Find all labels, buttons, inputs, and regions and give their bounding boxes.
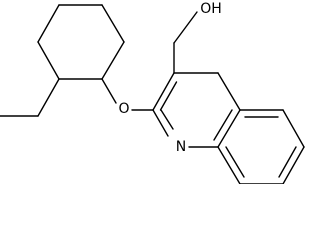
hydroxymethyl-group [173,11,198,74]
bond-nitrogen-c2-inner [160,109,174,130]
cyclohexane-ring [37,4,125,80]
bond-c4a-c8a-inner [213,109,233,141]
ether-linkage [101,78,154,111]
bond-c4a-c8a [217,109,241,148]
bond-c6-c7-inner [278,146,297,178]
benzene-ring [217,109,305,184]
bond-c5-c6 [282,109,305,148]
bond-ch2-hydroxyl [173,11,198,44]
bond-cy6-cy1 [101,41,125,80]
bond-c2-c3 [152,72,175,111]
bond-nitrogen-c2 [152,109,169,137]
ether-oxygen-label: O [118,101,129,117]
bond-cyclohexyl-oxygen [101,78,117,104]
pyridine-ring [152,72,241,148]
bond-cy1-cy2 [101,4,125,43]
hydroxyl-label: OH [200,1,222,17]
bond-c2-c3-inner [159,81,178,111]
bond-c8-c8a-inner [225,146,245,178]
ethyl-group [0,78,60,117]
bond-c6-c7 [282,146,305,184]
bond-ring-ethyl-ch2 [37,78,60,117]
chemical-structure-diagram: OH O N [0,1,305,184]
bond-c4-c4a [217,72,241,111]
bond-cy3-cy4 [37,4,60,43]
nitrogen-label: N [176,139,186,155]
bond-cy4-cy5 [37,41,60,80]
bond-c8-c8a [217,146,241,184]
